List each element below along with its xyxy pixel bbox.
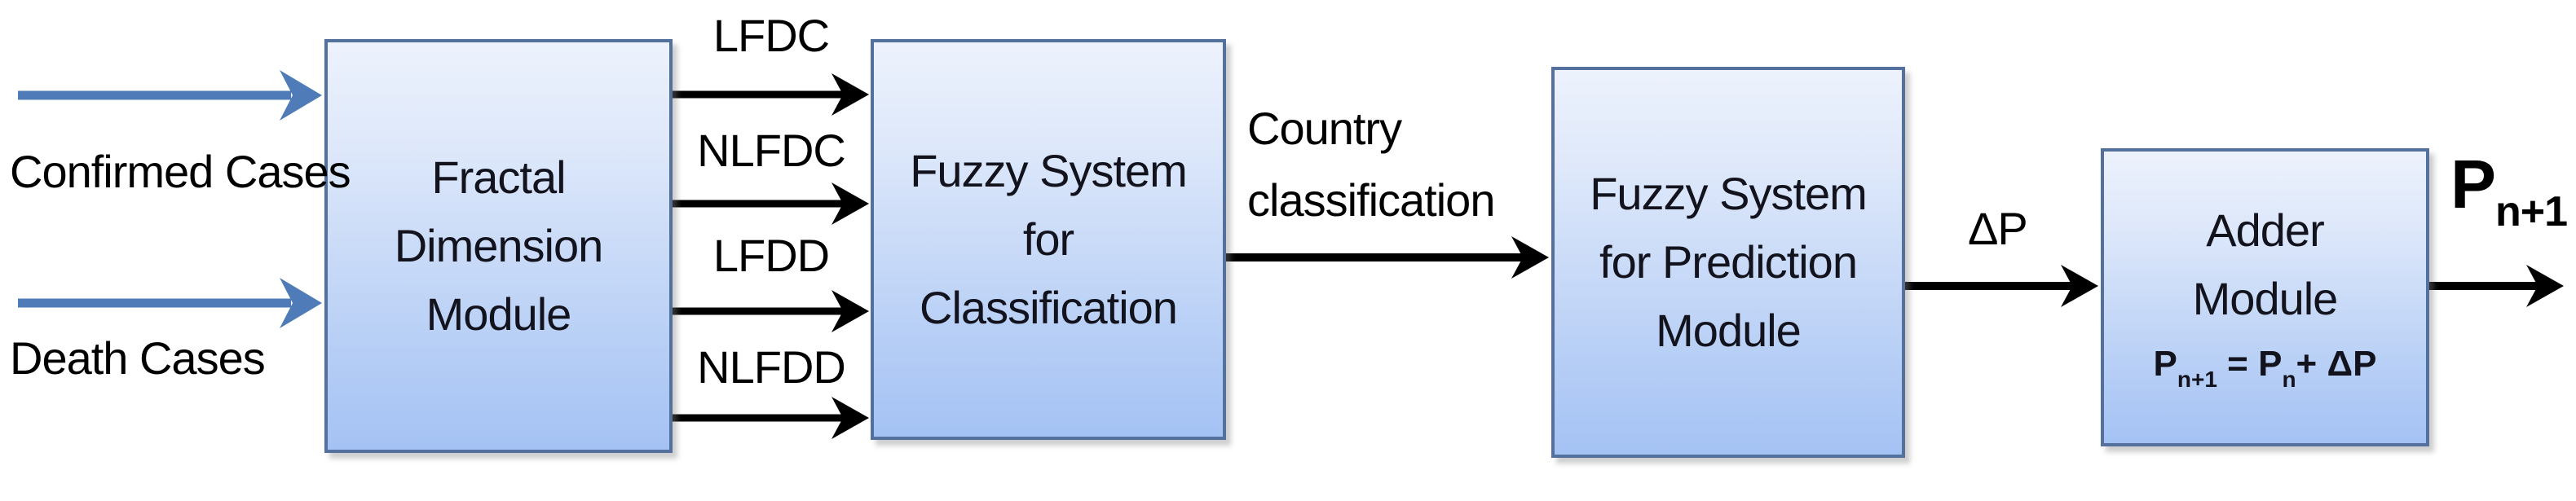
formula-delta-p: ΔP [2327, 343, 2377, 384]
country-classification-line1: Country [1247, 103, 1402, 154]
output-arrow [2429, 265, 2564, 307]
death-cases-label: Death Cases [10, 332, 266, 384]
formula-sub1: n+1 [2177, 366, 2217, 392]
country-classification-line2: classification [1247, 174, 1495, 226]
module-predictor-line1: Fuzzy System [1590, 168, 1868, 219]
module-fractal-line1: Fractal [431, 152, 566, 203]
formula-p1: P [2153, 343, 2177, 384]
nlfdc-label: NLFDC [697, 125, 846, 176]
output-p-subscript: n+1 [2495, 188, 2568, 235]
formula-p2: P [2258, 343, 2283, 384]
death-cases-arrow [18, 278, 322, 328]
confirmed-cases-arrow [18, 70, 322, 121]
adder-formula: Pn+1 = Pn+ ΔP [2154, 333, 2377, 399]
formula-plus: + [2296, 343, 2327, 384]
confirmed-cases-label: Confirmed Cases [10, 146, 351, 197]
lfdc-arrow [673, 73, 869, 116]
country-classification-arrow [1226, 236, 1549, 279]
lfdd-label: LFDD [712, 230, 830, 281]
module-adder-line2: Module [2192, 272, 2339, 324]
nlfdd-label: NLFDD [697, 341, 846, 393]
formula-eq: = [2217, 343, 2259, 384]
country-classification-label: Country classification [1247, 93, 1495, 236]
lfdd-arrow [673, 290, 869, 332]
module-fractal-line3: Module [426, 288, 572, 340]
module-fuzzy-classification: Fuzzy System for Classification [871, 39, 1226, 440]
module-fractal-dimension: Fractal Dimension Module [324, 39, 673, 453]
formula-sub2: n [2282, 366, 2296, 392]
module-classifier-line2: for [1022, 213, 1074, 265]
nlfdd-arrow [673, 397, 869, 439]
delta-p-arrow [1905, 265, 2098, 307]
module-classifier-line3: Classification [920, 282, 1178, 333]
nlfdc-arrow [673, 182, 869, 225]
lfdc-label: LFDC [712, 10, 830, 61]
output-p-base: P [2450, 146, 2496, 222]
module-predictor-line2: for Prediction [1599, 236, 1858, 288]
module-predictor-line3: Module [1656, 305, 1802, 356]
module-adder: Adder Module Pn+1 = Pn+ ΔP [2101, 148, 2429, 446]
module-classifier-line1: Fuzzy System [910, 145, 1188, 196]
module-fuzzy-prediction: Fuzzy System for Prediction Module [1551, 67, 1905, 458]
delta-p-label: ΔP [1968, 203, 2028, 254]
module-adder-line1: Adder [2206, 204, 2324, 256]
output-p-label: Pn+1 [2450, 150, 2568, 235]
module-fractal-line2: Dimension [394, 220, 604, 271]
